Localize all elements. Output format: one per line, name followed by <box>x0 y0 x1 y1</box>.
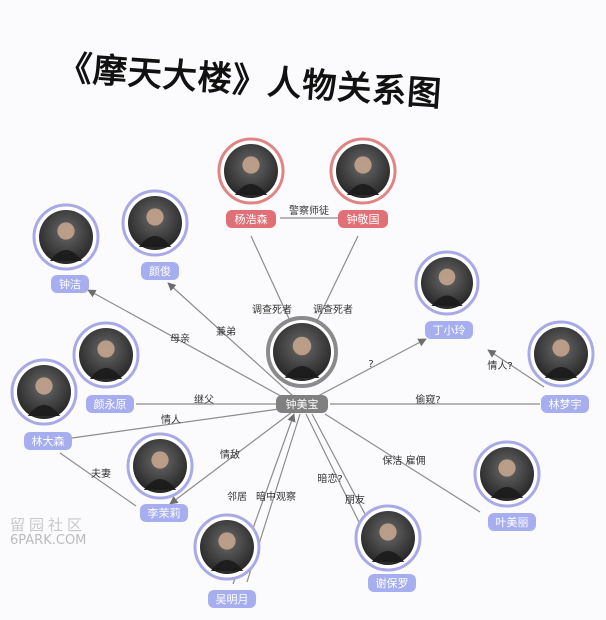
portrait-head <box>97 340 115 358</box>
edge-linmengyu-dingxiaoling <box>487 349 545 388</box>
node-yanyongyuan[interactable]: 颜永原 <box>72 321 140 413</box>
edge-zhongmeibao-zhongjie <box>87 289 289 401</box>
node-linmengyu[interactable]: 林梦宇 <box>527 320 595 413</box>
node-yemeili[interactable]: 叶美丽 <box>473 440 541 531</box>
node-yanghaosen[interactable]: 杨浩森 <box>217 137 285 228</box>
node-zhongjie[interactable]: 钟洁 <box>32 203 100 293</box>
portrait-body <box>284 366 320 378</box>
portrait-head <box>379 523 397 541</box>
portrait-head <box>218 532 236 550</box>
node-name: 丁小玲 <box>433 324 466 337</box>
name-pill <box>86 395 134 413</box>
portrait-body <box>490 487 524 498</box>
edge-zhongmeibao-yemeili <box>324 413 481 513</box>
edge-label: ? <box>368 359 373 370</box>
watermark: 留园社区 6PARK.COM <box>10 516 87 549</box>
portrait-body <box>138 236 172 247</box>
node-name: 林梦宇 <box>549 397 582 411</box>
portrait-body <box>27 405 61 416</box>
node-lindasen[interactable]: 林大森 <box>10 358 78 450</box>
portrait-body <box>234 184 268 195</box>
edge-zhongmeibao-dingxiaoling <box>317 338 427 397</box>
portrait-body <box>371 551 405 562</box>
name-pill <box>141 262 179 280</box>
edge-label: 调查死者 <box>252 303 292 316</box>
name-pill <box>140 504 188 522</box>
node-limoli[interactable]: 李茉莉 <box>126 432 194 522</box>
name-pill <box>276 395 328 413</box>
edge-label: 暗中观察 <box>256 490 296 503</box>
node-name: 杨浩森 <box>235 212 268 226</box>
portrait-body <box>143 479 177 490</box>
node-dingxiaoling[interactable]: 丁小玲 <box>414 250 480 339</box>
edge-label: 保洁 雇佣 <box>382 454 425 467</box>
edge-label: 情人? <box>487 359 512 372</box>
node-name: 叶美丽 <box>496 516 529 529</box>
name-pill <box>51 275 89 293</box>
edge-label: 邻居 <box>227 490 247 503</box>
portrait-body <box>210 560 244 571</box>
portrait-head <box>57 222 75 240</box>
node-name: 钟敬国 <box>347 212 380 226</box>
node-name: 林大森 <box>32 434 65 448</box>
portrait-body <box>431 295 463 306</box>
node-name: 谢保罗 <box>376 576 409 590</box>
edge-label: 警察师徒 <box>289 204 329 217</box>
name-pill <box>368 574 416 592</box>
node-name: 吴明月 <box>216 593 249 606</box>
edge-label: 母亲 <box>170 332 190 345</box>
edge-label: 情敌 <box>220 448 240 461</box>
node-wuimingyue[interactable]: 吴明月 <box>193 513 261 608</box>
portrait-body <box>346 184 380 195</box>
name-pill <box>24 432 72 450</box>
name-pill <box>338 210 388 228</box>
edge-label: 继父 <box>194 393 214 406</box>
watermark-cn: 留园社区 <box>10 516 87 534</box>
portrait-body <box>544 367 578 378</box>
edge-label: 情人 <box>161 413 181 426</box>
portrait-head <box>498 459 516 477</box>
watermark-url: 6PARK.COM <box>10 533 87 548</box>
node-yanjun[interactable]: 颜俊 <box>121 189 189 280</box>
node-name: 颜俊 <box>149 264 171 278</box>
portrait-head <box>151 451 169 469</box>
node-name: 李茉莉 <box>148 506 181 520</box>
node-name: 颜永原 <box>94 397 127 411</box>
name-pill <box>208 590 256 608</box>
edge-label: 兼弟 <box>216 325 236 338</box>
name-pill <box>488 513 536 531</box>
edge-label: 朋友 <box>345 493 365 506</box>
edge-label: 夫妻 <box>91 467 111 480</box>
node-zhongjingguo[interactable]: 钟敬国 <box>329 137 397 228</box>
edge-zhongjingguo-zhongmeibao <box>315 235 359 324</box>
portrait-head <box>146 208 164 226</box>
node-name: 钟洁 <box>59 277 81 291</box>
name-pill <box>425 321 473 339</box>
node-zhongmeibao[interactable]: 钟美宝 <box>266 316 338 413</box>
node-xieluoluo[interactable]: 谢保罗 <box>354 504 422 592</box>
edge-lindasen-zhongmeibao <box>71 407 287 439</box>
portrait-head <box>354 156 372 174</box>
portrait-head <box>35 377 53 395</box>
edge-limoli-zhongmeibao <box>169 411 293 505</box>
portrait-head <box>242 156 260 174</box>
name-pill <box>226 210 276 228</box>
edge-label: 调查死者 <box>313 303 353 316</box>
portrait-head <box>292 336 312 356</box>
node-name: 钟美宝 <box>286 397 319 411</box>
edge-label: 偷窥? <box>415 393 440 406</box>
portrait-head <box>552 339 570 357</box>
name-pill <box>541 395 589 413</box>
edge-yanghaosen-zhongmeibao <box>250 235 292 324</box>
edge-label: 暗恋? <box>317 472 342 485</box>
portrait-body <box>89 368 123 379</box>
edge-zhongmeibao-yanjun <box>167 282 294 397</box>
portrait-head <box>438 268 456 286</box>
portrait-body <box>49 250 83 261</box>
edge-lindasen-limoli <box>59 452 137 507</box>
